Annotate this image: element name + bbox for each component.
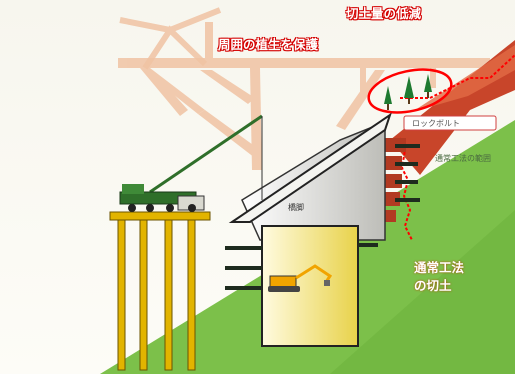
normal-cut-boundary — [399, 137, 413, 241]
bridge-structure — [118, 22, 490, 170]
bridge-truss-arch — [119, 7, 222, 70]
stage-piles — [117, 219, 196, 371]
work-stage — [109, 211, 211, 221]
rock-bolt-tag — [403, 115, 497, 131]
normal-method-scope-label: 通常工法の範囲 — [435, 154, 491, 163]
tree-icons — [384, 74, 432, 110]
normal-method-label-line1: 通常工法 — [414, 260, 465, 275]
rock-bolt-label: ロックボルト — [412, 119, 460, 128]
preserve-vegetation-label: 周囲の植生を保護 — [218, 37, 319, 52]
excavator-icon — [268, 264, 333, 292]
cut-reduction-label: 切土量の低減 — [346, 6, 422, 21]
cut-soil-wedge-highlight — [412, 45, 515, 112]
cut-boundary-upper — [400, 54, 515, 99]
crane-icon — [119, 114, 263, 212]
rock-bolts — [395, 144, 420, 202]
shaft-anchors — [225, 243, 378, 290]
normal-method-label-line2: の切土 — [414, 278, 452, 293]
pier-label: 橋脚 — [288, 203, 304, 212]
vegetation-ellipse — [367, 68, 453, 114]
hillside-shade — [330, 210, 515, 374]
pier-top-slab — [228, 112, 392, 223]
